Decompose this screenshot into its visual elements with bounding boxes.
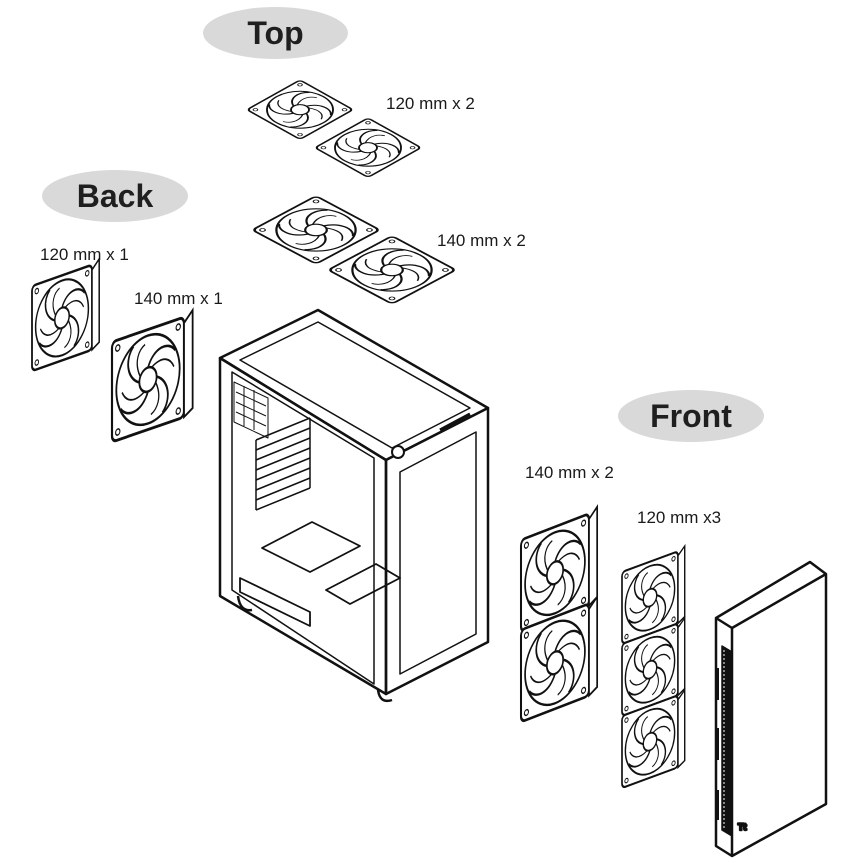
section-label-top: Top [203,7,348,59]
label-front-140mm-fans: 140 mm x 2 [525,463,614,482]
section-label-front: Front [618,390,764,442]
section-label-back: Back [42,170,188,222]
label-top-140mm-fans: 140 mm x 2 [437,231,526,250]
top-120mm-fan-1 [245,78,355,141]
top-120mm-fan-2 [313,116,423,179]
label-back-140mm-fan: 140 mm x 1 [134,289,223,308]
back-140mm-fan [110,308,194,444]
panel-logo: Tt [738,822,747,832]
label-back-120mm-fan: 120 mm x 1 [40,245,129,264]
front-panel: Tt [714,560,828,858]
pc-chassis [218,308,490,703]
back-120mm-fan [30,257,101,373]
label-top-120mm-fans: 120 mm x 2 [386,94,475,113]
label-front-120mm-fans: 120 mm x3 [637,508,722,527]
